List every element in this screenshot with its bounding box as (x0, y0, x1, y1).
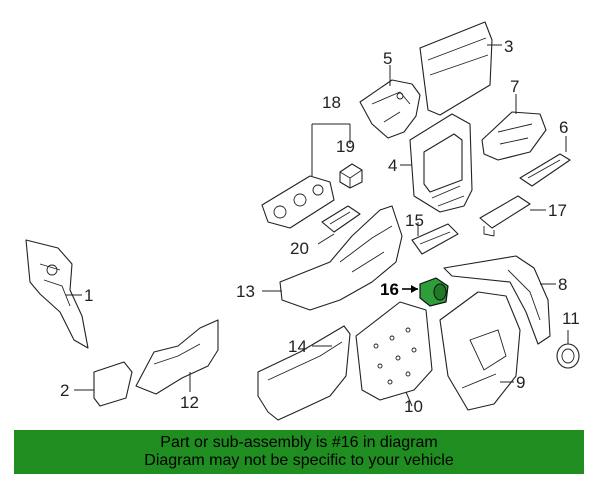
part-10-insulator (355, 301, 433, 407)
callout-7: 7 (510, 77, 519, 96)
part-18-control-panel (261, 175, 335, 229)
part-1-left-bracket (25, 239, 89, 349)
callout-3: 3 (504, 37, 513, 56)
callout-8: 8 (558, 275, 567, 294)
callout-2: 2 (60, 381, 69, 400)
part-2-block (74, 361, 133, 407)
callout-11: 11 (562, 309, 580, 328)
exploded-parts-diagram: 3 5 7 6 18 19 4 17 15 20 13 16 8 1 11 14… (25, 21, 580, 421)
part-7-switch-bracket (481, 94, 547, 161)
part-4-bezel (400, 113, 473, 213)
part-9-side-panel (439, 291, 521, 411)
callout-9: 9 (516, 373, 525, 392)
part-14-lower-tray (257, 325, 351, 421)
part-15-pocket (411, 222, 459, 255)
part-6-switch (519, 136, 571, 187)
callout-5: 5 (383, 49, 392, 68)
callout-19: 19 (336, 137, 355, 156)
callout-20: 20 (290, 239, 309, 258)
banner-line-1: Part or sub-assembly is #16 in diagram (160, 434, 438, 451)
callout-18: 18 (322, 93, 341, 112)
callout-10: 10 (404, 397, 423, 416)
part-16-highlighted (402, 277, 449, 307)
callout-1: 1 (84, 286, 93, 305)
part-11-round-cap (556, 330, 580, 369)
callout-12: 12 (180, 393, 199, 412)
part-5-bracket (359, 65, 421, 139)
info-banner: Part or sub-assembly is #16 in diagram D… (14, 430, 584, 474)
callout-17: 17 (548, 201, 567, 220)
callout-6: 6 (559, 118, 568, 137)
part-13-console-bezel (262, 205, 403, 311)
callout-16: 16 (380, 280, 399, 299)
part-20-module (317, 205, 361, 245)
part-18-19-group (311, 123, 363, 189)
part-17-panel (479, 195, 546, 237)
part-3-upper-panel (419, 21, 502, 116)
callout-4: 4 (388, 156, 397, 175)
part-12-trim-panel (135, 319, 219, 395)
callout-13: 13 (236, 282, 255, 301)
callout-14: 14 (288, 337, 307, 356)
part-8-trim-strip (443, 255, 556, 345)
callout-15: 15 (405, 211, 424, 230)
banner-line-2: Diagram may not be specific to your vehi… (144, 452, 454, 469)
